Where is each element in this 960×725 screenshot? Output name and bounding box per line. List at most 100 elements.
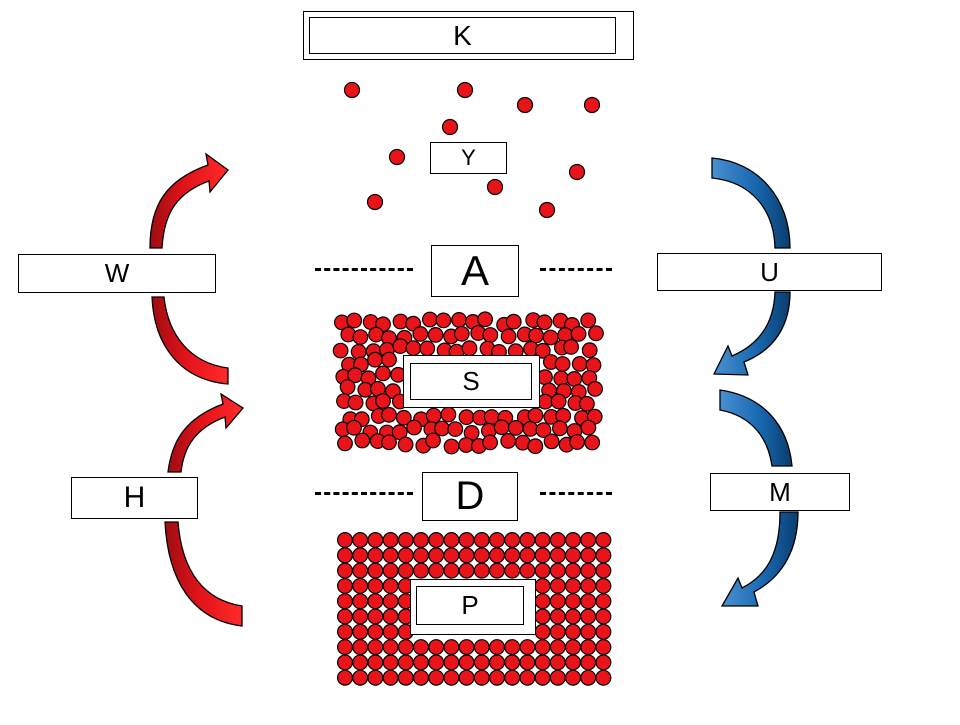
liquid-particle bbox=[579, 395, 595, 412]
solid-particle bbox=[595, 562, 612, 579]
curved-arrow-segment-icon bbox=[719, 389, 793, 467]
liquid-particle bbox=[392, 313, 409, 330]
curved-arrow-segment-icon bbox=[151, 296, 229, 385]
liquid-particle bbox=[425, 407, 442, 424]
solid-particle bbox=[534, 531, 551, 548]
solid-particle bbox=[397, 654, 414, 671]
liquid-particle bbox=[571, 356, 588, 372]
solid-particle bbox=[352, 531, 369, 548]
solid-particle bbox=[367, 654, 384, 671]
solid-particle bbox=[473, 547, 490, 564]
solid-particle bbox=[428, 639, 445, 656]
solid-particle bbox=[489, 531, 506, 548]
solid-particle bbox=[337, 639, 354, 656]
solid-particle bbox=[534, 669, 551, 686]
solid-particle bbox=[504, 562, 521, 579]
solid-particle bbox=[534, 593, 551, 610]
solid-particle bbox=[458, 562, 475, 579]
gas-particle bbox=[456, 81, 474, 99]
curved-arrow-up-icon bbox=[167, 392, 244, 473]
liquid-particle bbox=[528, 327, 544, 344]
solid-particle bbox=[473, 639, 490, 656]
gas-particle bbox=[366, 193, 384, 211]
solid-particle bbox=[473, 562, 490, 579]
solid-particle bbox=[443, 669, 460, 686]
solid-particle bbox=[595, 593, 612, 610]
solid-particle bbox=[564, 577, 581, 594]
liquid-particle bbox=[427, 327, 444, 343]
solid-particle bbox=[504, 654, 521, 671]
solid-particle bbox=[595, 669, 612, 686]
solid-particle bbox=[382, 531, 399, 548]
solid-particle bbox=[337, 562, 354, 579]
solid-particle bbox=[473, 669, 490, 686]
liquid-particle bbox=[332, 342, 349, 359]
solid-particle bbox=[397, 639, 414, 656]
solid-particle bbox=[413, 654, 430, 671]
solid-particle bbox=[443, 531, 460, 548]
label-p-frame: P bbox=[410, 579, 536, 635]
liquid-particle bbox=[550, 393, 567, 410]
label-w: W bbox=[18, 254, 216, 293]
liquid-particle bbox=[434, 420, 450, 437]
solid-particle bbox=[489, 639, 506, 656]
solid-particle bbox=[580, 608, 597, 625]
solid-particle bbox=[564, 608, 581, 625]
solid-particle bbox=[564, 547, 581, 564]
solid-particle bbox=[443, 562, 460, 579]
solid-particle bbox=[443, 547, 460, 564]
liquid-particle bbox=[375, 393, 391, 409]
solid-particle bbox=[519, 547, 536, 564]
solid-particle bbox=[382, 593, 399, 610]
liquid-particle bbox=[477, 311, 494, 328]
solid-particle bbox=[564, 531, 581, 548]
solid-particle bbox=[413, 562, 430, 579]
solid-particle bbox=[352, 547, 369, 564]
solid-particle bbox=[443, 654, 460, 671]
gas-particle bbox=[538, 201, 556, 219]
solid-particles bbox=[337, 531, 612, 686]
label-k: K bbox=[309, 17, 616, 54]
solid-particle bbox=[428, 669, 445, 686]
solid-particle bbox=[397, 669, 414, 686]
solid-particle bbox=[549, 531, 566, 548]
label-u: U bbox=[657, 253, 882, 291]
solid-particle bbox=[534, 547, 551, 564]
gas-particles bbox=[343, 81, 601, 219]
solid-particle bbox=[534, 623, 551, 640]
solid-particle bbox=[595, 654, 612, 671]
liquid-particle bbox=[368, 326, 385, 343]
liquid-particle bbox=[527, 407, 544, 424]
solid-particle bbox=[595, 608, 612, 625]
liquid-particle bbox=[337, 435, 353, 452]
liquid-particle bbox=[367, 351, 383, 368]
solid-particle bbox=[413, 639, 430, 656]
liquid-particle bbox=[354, 432, 371, 449]
liquid-particle bbox=[425, 432, 441, 449]
solid-particle bbox=[580, 639, 597, 656]
liquid-particle bbox=[392, 338, 409, 355]
liquid-particle bbox=[453, 325, 470, 342]
solid-particle bbox=[337, 577, 354, 594]
solid-particle bbox=[580, 531, 597, 548]
solid-particle bbox=[382, 608, 399, 625]
solid-particle bbox=[367, 593, 384, 610]
liquid-particle bbox=[505, 313, 522, 330]
gas-particle bbox=[568, 163, 586, 181]
liquid-particle bbox=[347, 394, 364, 411]
solid-particle bbox=[519, 669, 536, 686]
solid-particle bbox=[337, 623, 354, 640]
solid-particle bbox=[458, 531, 475, 548]
liquid-particle bbox=[507, 420, 524, 436]
solid-particle bbox=[534, 654, 551, 671]
solid-particle bbox=[549, 547, 566, 564]
gas-particle bbox=[343, 81, 361, 99]
solid-particle bbox=[564, 639, 581, 656]
solid-particle bbox=[549, 577, 566, 594]
solid-particle bbox=[549, 593, 566, 610]
gas-particle bbox=[583, 96, 601, 114]
solid-particle bbox=[549, 654, 566, 671]
solid-particle bbox=[337, 593, 354, 610]
liquid-particle bbox=[339, 379, 356, 395]
solid-particle bbox=[382, 639, 399, 656]
